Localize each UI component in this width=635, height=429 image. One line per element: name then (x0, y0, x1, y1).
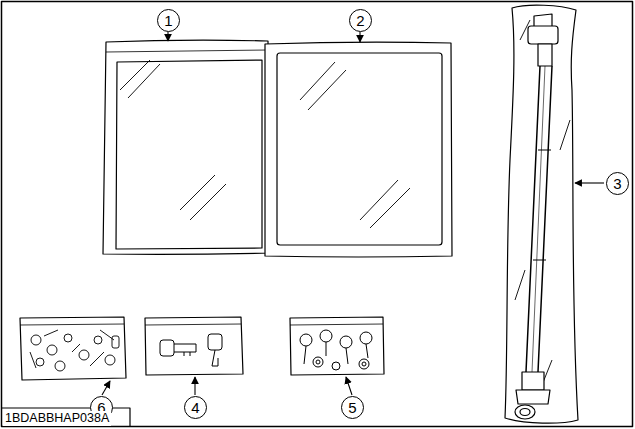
figure-code: 1BDABBHAP038A (3, 411, 111, 426)
callout-number: 4 (184, 396, 207, 419)
drive-shaft (515, 14, 558, 419)
callout-number: 1 (157, 9, 180, 32)
plastic-bag (265, 42, 452, 257)
code-frame (2, 408, 131, 427)
bolt-bag (290, 317, 384, 375)
parts-bag (20, 317, 126, 380)
callout-number: 3 (606, 172, 629, 195)
plastic-bag (103, 40, 270, 254)
callout-number: 5 (341, 396, 364, 419)
drive-shaft-bag (505, 5, 578, 423)
key-bag (145, 317, 243, 375)
callout-number: 2 (349, 9, 372, 32)
leader-lines (102, 32, 604, 395)
